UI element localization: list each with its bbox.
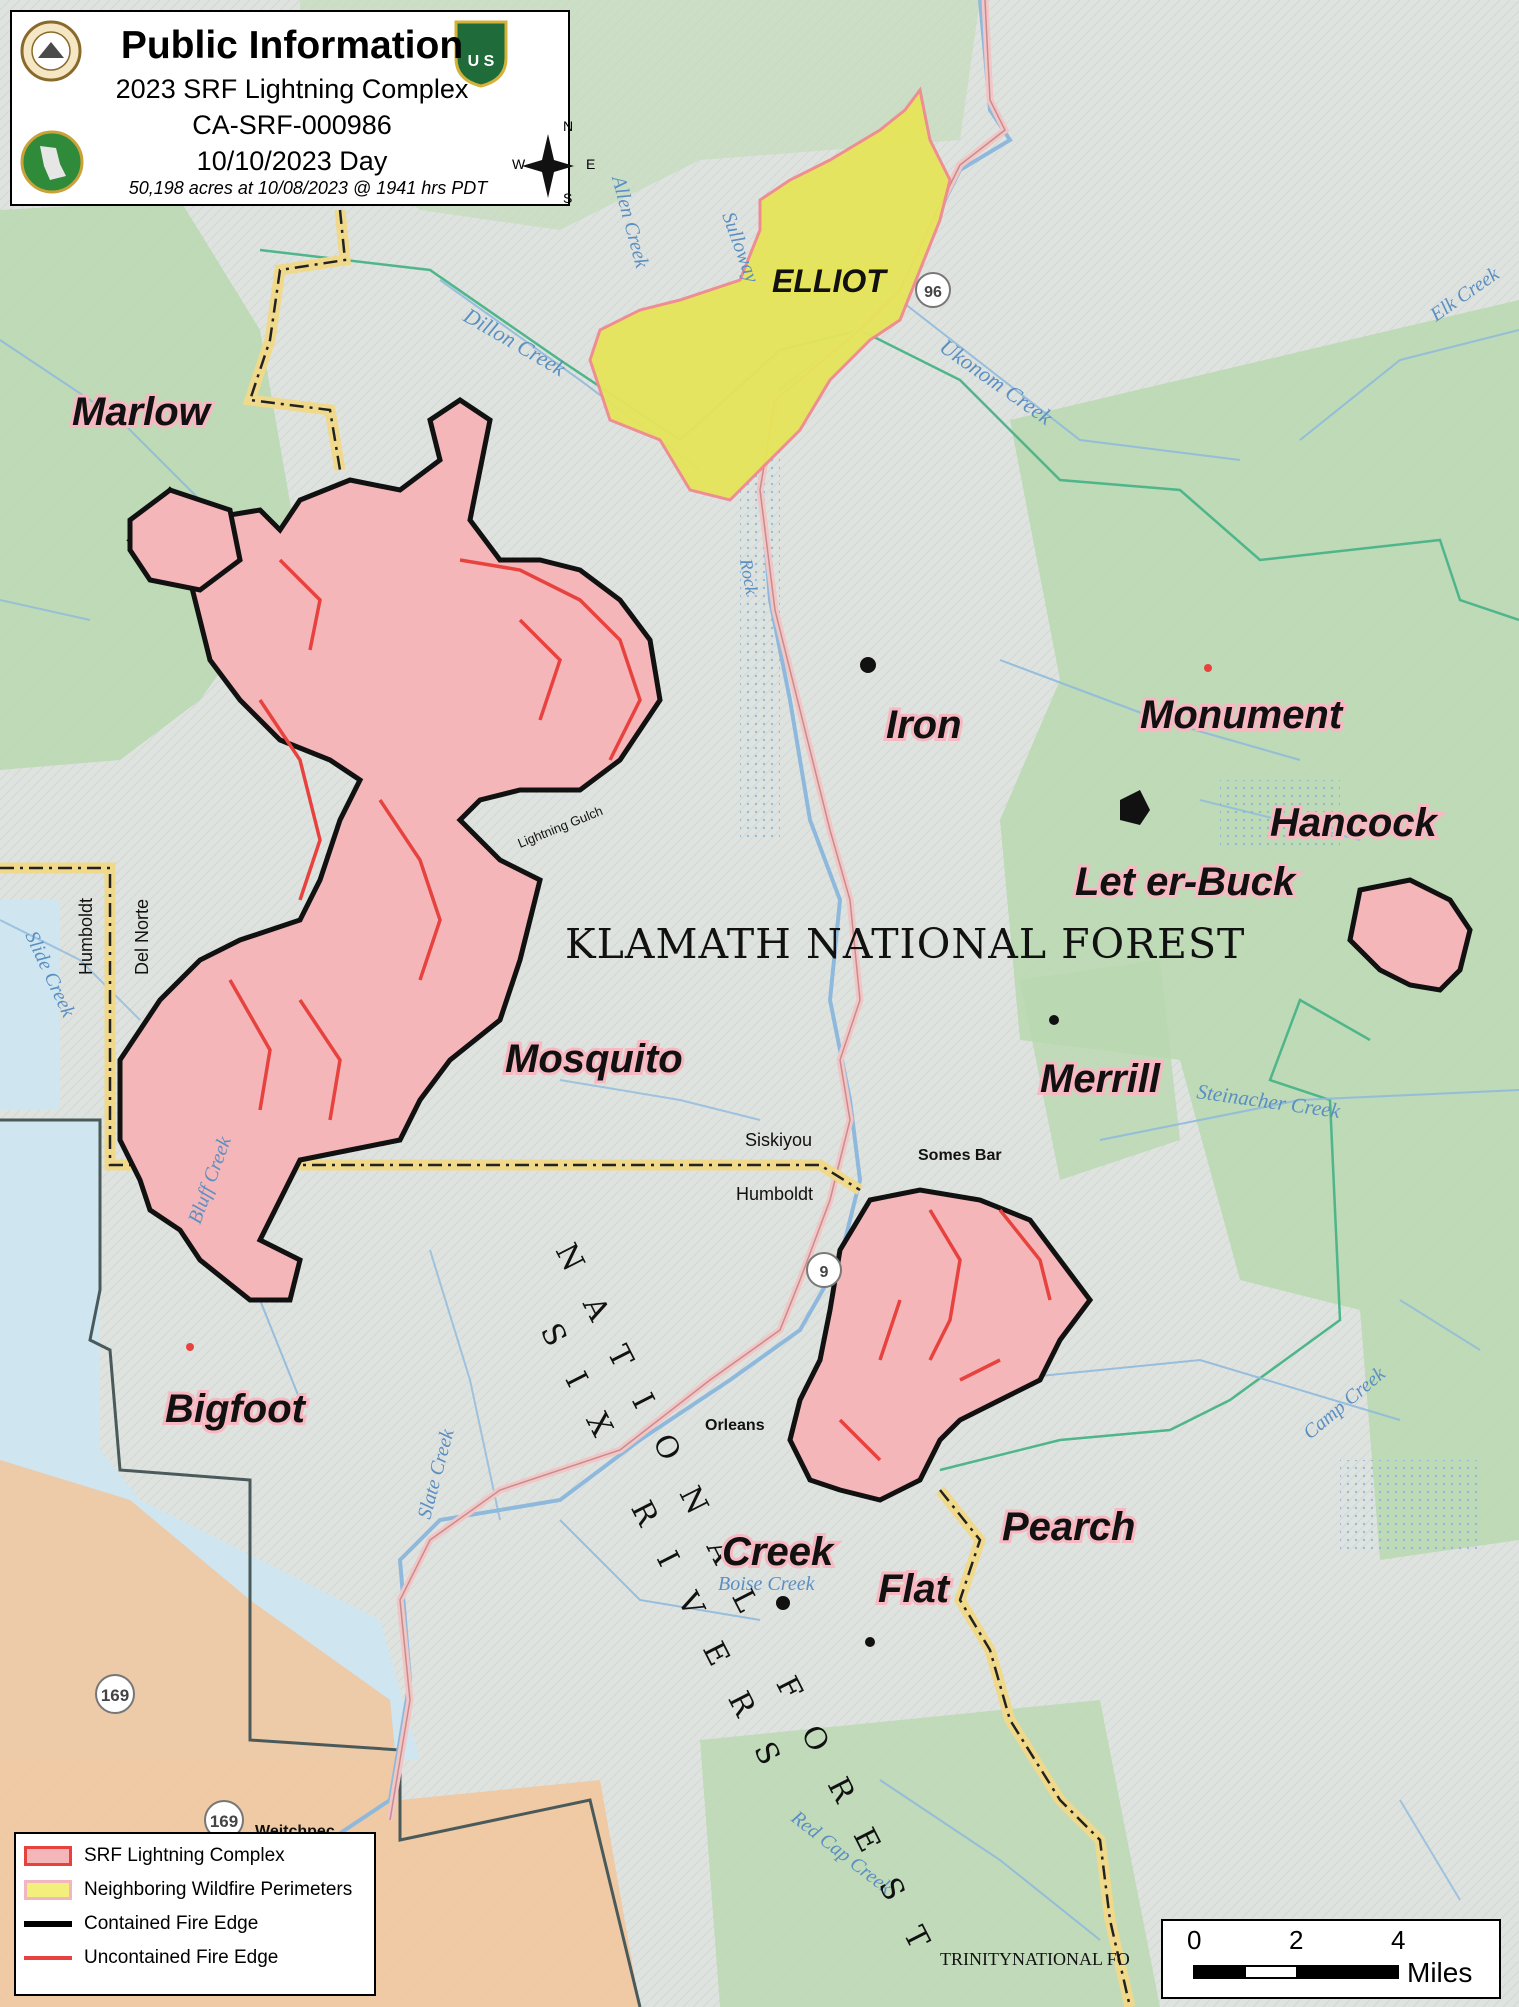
route-169a-label: 169 <box>101 1686 129 1705</box>
place-label-humboldt-vertical: Humboldt <box>76 898 96 975</box>
compass-n: N <box>563 118 574 134</box>
scale-tick-2: 2 <box>1289 1925 1304 1955</box>
spot-fire-monument <box>1204 664 1212 672</box>
title-box: U S Public Information 2023 SRF Lightnin… <box>10 10 595 206</box>
county-line-dash <box>0 209 1132 2007</box>
route-169b-label: 169 <box>210 1812 238 1831</box>
fire-label-merrill: Merrill <box>1040 1057 1161 1101</box>
spot-fire-merrill <box>1049 1015 1059 1025</box>
title-acreage: 50,198 acres at 10/08/2023 @ 1941 hrs PD… <box>128 178 488 198</box>
scale-tick-4: 4 <box>1391 1925 1406 1955</box>
place-label-orleans: Orleans <box>705 1417 765 1434</box>
creek-label-boise: Boise Creek <box>718 1573 816 1595</box>
fire-label-elliot: ELLIOT <box>772 263 888 299</box>
usfs-shield-text: U S <box>468 53 495 70</box>
wild-river-corridor-2 <box>1220 780 1340 850</box>
blue-strip-west <box>0 900 60 1110</box>
fire-label-iron: Iron <box>886 703 962 747</box>
legend-label-srf: SRF Lightning Complex <box>84 1845 285 1866</box>
fire-label-bigfoot: Bigfoot <box>165 1387 307 1431</box>
compass-s: S <box>563 190 573 206</box>
uncontained-edge-somes-bar <box>838 1208 1052 1462</box>
legend-label-contained: Contained Fire Edge <box>84 1913 259 1934</box>
fire-label-marlow: Marlow <box>72 390 213 434</box>
forest-area-east <box>1000 300 1519 1560</box>
wilderness-boundary <box>259 248 1519 1472</box>
route-shield-169a: 169 <box>95 1674 135 1714</box>
fire-label-let-er-buck: Let er-Buck <box>1075 860 1297 904</box>
compass-e: E <box>586 156 596 172</box>
compass-w: W <box>512 156 526 172</box>
fire-label-flat: Flat <box>878 1567 951 1611</box>
admin-boundary-southwest <box>0 1118 642 2007</box>
srf-fire-marlow-west-lobe <box>127 487 243 593</box>
srf-fire-hancock <box>1347 877 1473 993</box>
fire-label-monument: Monument <box>1140 693 1344 737</box>
elliot-fire-perimeter <box>588 86 952 502</box>
forest-area-center <box>1020 960 1180 1180</box>
legend-label-neighbor: Neighboring Wildfire Perimeters <box>84 1879 353 1900</box>
forest-label-klamath: KLAMATH NATIONAL FOREST <box>565 920 1245 968</box>
srf-fire-somes-bar <box>787 1187 1094 1503</box>
title-incident-id: CA-SRF-000986 <box>192 110 392 140</box>
title-subtitle: 2023 SRF Lightning Complex <box>115 74 469 104</box>
spot-fire-iron <box>860 657 876 673</box>
route-96-label: 96 <box>924 284 942 301</box>
legend-swatch-neighbor <box>24 1880 72 1900</box>
legend-swatch-srf <box>24 1846 72 1866</box>
compass-rose-icon <box>522 134 574 198</box>
place-label-humboldt: Humboldt <box>736 1184 813 1204</box>
legend-item-srf: SRF Lightning Complex <box>24 1842 285 1870</box>
scale-bar-graphic <box>1193 1965 1399 1979</box>
calfire-team-icon <box>20 130 84 194</box>
title-date: 10/10/2023 Day <box>196 146 388 176</box>
legend-item-neighbor: Neighboring Wildfire Perimeters <box>24 1876 352 1904</box>
legend-item-uncontained: Uncontained Fire Edge <box>24 1944 278 1972</box>
legend-label-uncontained: Uncontained Fire Edge <box>84 1947 279 1968</box>
creek-network-1 <box>0 279 1519 1941</box>
fire-label-pearch: Pearch <box>1002 1505 1135 1549</box>
spot-fire-bigfoot <box>186 1343 194 1351</box>
legend-swatch-contained <box>24 1921 72 1927</box>
route-shield-96: 96 <box>915 272 951 308</box>
legend-swatch-uncontained <box>24 1956 72 1960</box>
fire-label-creek: Creek <box>722 1530 835 1574</box>
spot-fire-let-er-buck <box>1120 790 1150 825</box>
route-shield-96b: 9 <box>806 1252 842 1288</box>
place-label-del-norte: Del Norte <box>132 899 152 975</box>
scale-unit: Miles <box>1407 1957 1473 1988</box>
fire-label-hancock: Hancock <box>1270 801 1438 845</box>
usfs-shield-icon: U S <box>454 20 508 88</box>
fire-label-mosquito: Mosquito <box>505 1037 683 1081</box>
forest-label-trinity: TRINITYNATIONAL FO <box>940 1949 1130 1969</box>
map-legend: SRF Lightning Complex Neighboring Wildfi… <box>14 1832 376 1996</box>
place-label-somes-bar: Somes Bar <box>918 1147 1002 1164</box>
spot-fire-flat <box>865 1637 875 1647</box>
scale-bar: 0 2 4 Miles <box>1161 1919 1501 1999</box>
title-heading: Public Information <box>120 24 464 67</box>
place-label-siskiyou: Siskiyou <box>745 1130 812 1150</box>
uncontained-edge-marlow <box>228 558 642 1121</box>
doi-seal-icon <box>20 20 82 82</box>
route-96b-label: 9 <box>820 1264 829 1281</box>
scale-tick-0: 0 <box>1187 1925 1202 1955</box>
legend-item-contained: Contained Fire Edge <box>24 1910 258 1938</box>
wild-river-corridor-3 <box>1340 1460 1480 1550</box>
spot-fire-creek <box>776 1596 790 1610</box>
